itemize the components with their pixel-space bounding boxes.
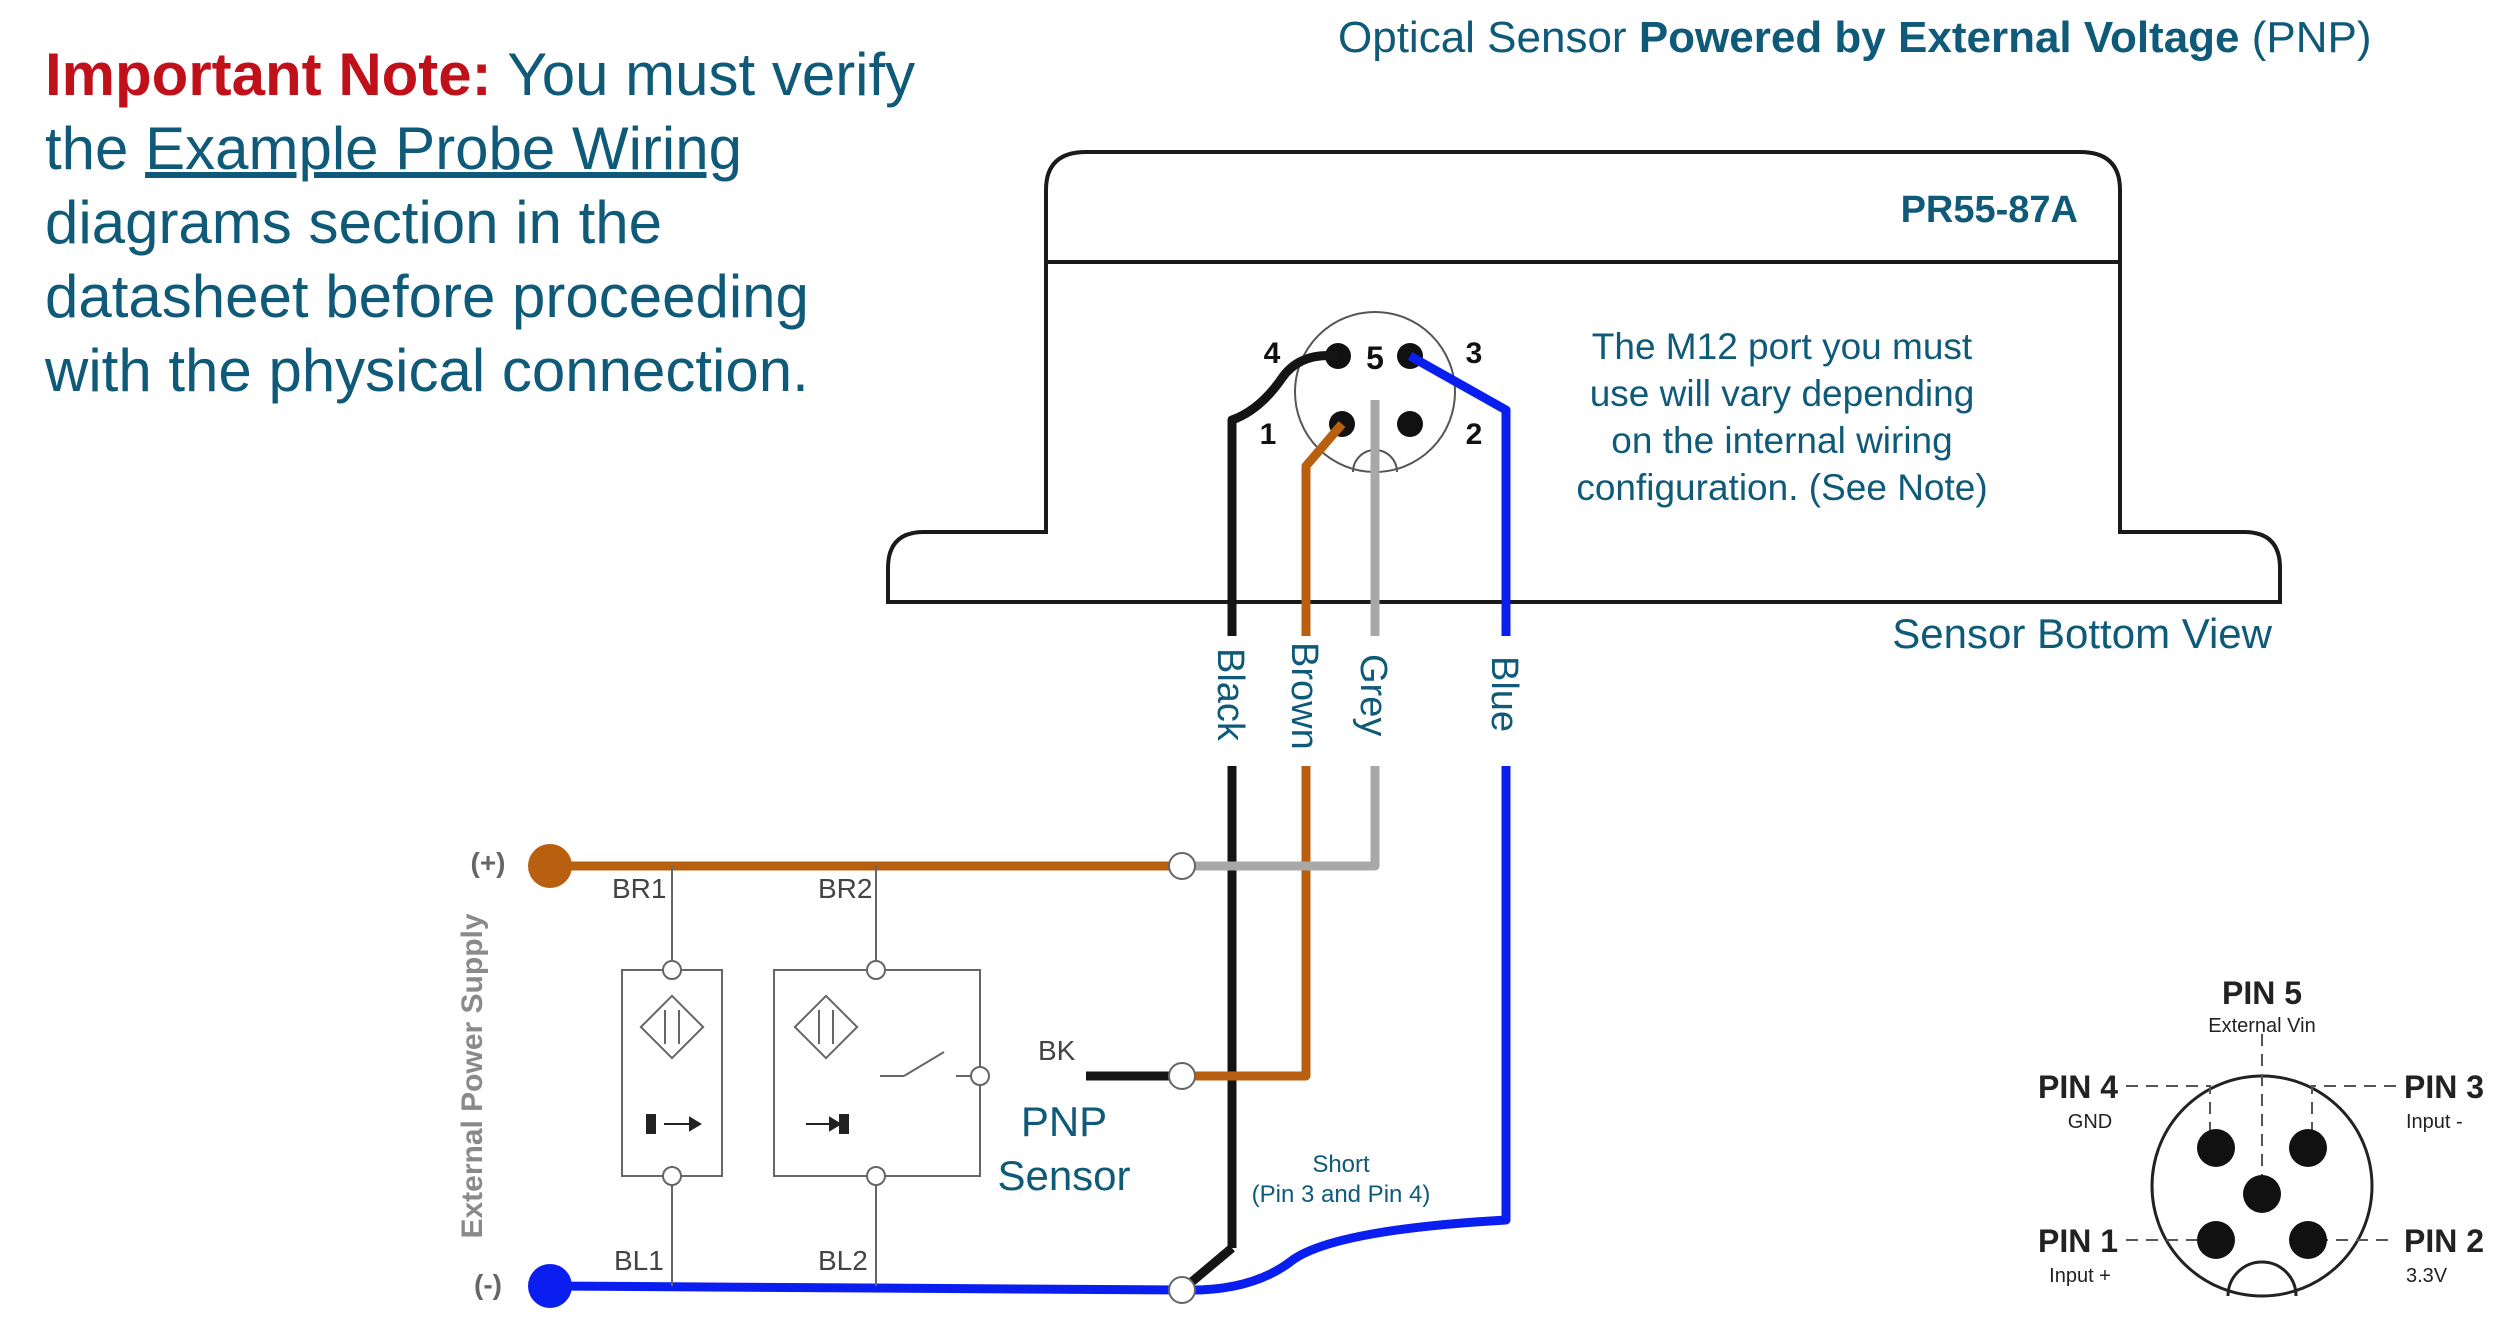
port-pin-5-label: 5 [1366, 340, 1384, 376]
pinout-pin5-sub: External Vin [2208, 1015, 2315, 1037]
pinout-pin3-label: PIN 3 [2404, 1069, 2484, 1105]
pinout-pin-3 [2289, 1129, 2327, 1167]
external-power-supply-label: External Power Supply [456, 913, 489, 1238]
bl2-label: BL2 [818, 1245, 868, 1276]
pinout-pin2-sub: 3.3V [2406, 1265, 2448, 1287]
supply-plus-label: (+) [471, 847, 506, 878]
supply-minus-label: (-) [474, 1269, 502, 1300]
pinout-pin4-sub: GND [2068, 1111, 2112, 1133]
important-note: Important Note: You must verify the Exam… [45, 38, 925, 408]
pinout-labels: PIN 5 External Vin PIN 4 GND PIN 3 Input… [2038, 975, 2484, 1287]
junctions [1168, 852, 1196, 1304]
wire-blue [549, 352, 1511, 1295]
title-prefix: Optical Sensor [1338, 13, 1639, 62]
wire-label-brown: Brown [1283, 642, 1325, 750]
important-note-text-1: You must verify the [45, 41, 916, 182]
wire-label-black: Black [1209, 648, 1251, 742]
important-note-text-2: diagrams section in the datasheet before… [45, 189, 809, 404]
sensor-model: PR55-87A [1901, 189, 2078, 231]
pinout-pin1-label: PIN 1 [2038, 1223, 2118, 1259]
br1-label: BR1 [612, 873, 666, 904]
port-pin-3-label: 3 [1466, 337, 1483, 370]
port-note: The M12 port you must use will vary depe… [1576, 326, 1987, 508]
port-note-line-3: on the internal wiring [1611, 420, 1952, 461]
wire-label-grey: Grey [1352, 654, 1394, 736]
wire-brown [1182, 421, 1346, 1081]
pinout-diagram [2126, 1034, 2396, 1298]
br2-label: BR2 [818, 873, 872, 904]
bk-label: BK [1038, 1035, 1076, 1066]
bl1-label: BL1 [614, 1245, 664, 1276]
title-bold: Powered by External Voltage [1638, 13, 2240, 62]
circuit-emitter-symbols [646, 1114, 849, 1134]
port-note-line-1: The M12 port you must [1592, 326, 1973, 367]
port-pin-4-label: 4 [1264, 337, 1281, 370]
wires [549, 350, 1511, 1295]
pinout-pin1-sub: Input + [2049, 1265, 2111, 1287]
wire-labels: Black Brown Grey Blue [1209, 642, 1525, 750]
wire-label-gaps [1200, 636, 1538, 766]
wire-grey [1182, 400, 1380, 871]
pinout-pin-2 [2289, 1221, 2327, 1259]
pnp-label: PNP [1021, 1098, 1107, 1145]
port-pin-2 [1397, 411, 1423, 437]
port-pin-1-label: 1 [1260, 418, 1277, 451]
pinout-pin3-sub: Input - [2406, 1111, 2463, 1133]
circuit-labels: BR1 BR2 BL1 BL2 BK [612, 873, 1076, 1276]
pinout-pin4-label: PIN 4 [2038, 1069, 2118, 1105]
sensor-bottom-view-label: Sensor Bottom View [1892, 610, 2272, 657]
port-note-line-2: use will vary depending [1590, 373, 1975, 414]
important-note-label: Important Note: [45, 41, 492, 108]
short-pins-label: (Pin 3 and Pin 4) [1252, 1181, 1431, 1208]
pinout-pin-4 [2197, 1129, 2235, 1167]
pinout-pin5-label: PIN 5 [2222, 975, 2302, 1011]
supply-positive-terminal [528, 844, 572, 888]
wire-label-blue: Blue [1483, 656, 1525, 732]
example-wiring-link[interactable]: Example Probe Wiring [145, 115, 742, 182]
port-pin-2-label: 2 [1466, 418, 1483, 451]
pinout-pin-5 [2243, 1175, 2281, 1213]
pinout-pin2-label: PIN 2 [2404, 1223, 2484, 1259]
circuit-nodes [662, 960, 990, 1186]
pinout-pin-1 [2197, 1221, 2235, 1259]
supply-negative-terminal [528, 1264, 572, 1308]
title-suffix: (PNP) [2239, 13, 2372, 62]
sensor-label: Sensor [997, 1152, 1130, 1199]
short-label: Short [1312, 1151, 1370, 1178]
diagram-title: Optical Sensor Powered by External Volta… [1338, 6, 2372, 70]
port-note-line-4: configuration. (See Note) [1576, 467, 1987, 508]
pnp-circuit [621, 866, 981, 1286]
wire-black [1227, 350, 1339, 1248]
